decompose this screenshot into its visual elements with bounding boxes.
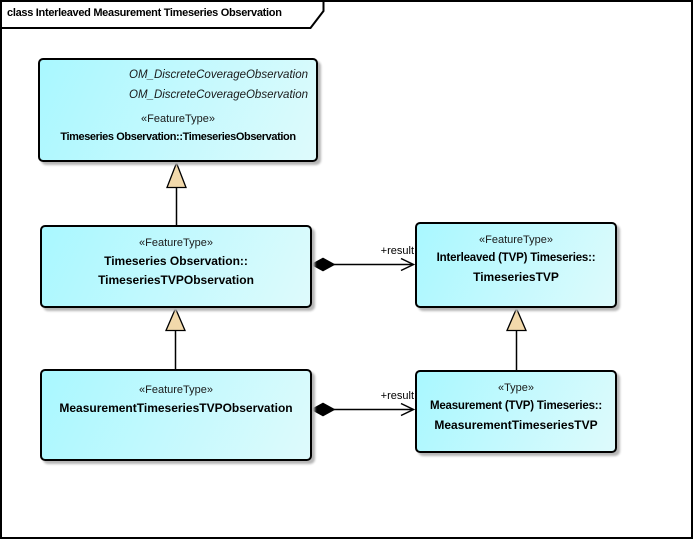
parent-class-refs: OM_DiscreteCoverageObservation OM_Discre…: [40, 60, 316, 105]
generalization-triangle-icon: [165, 306, 186, 332]
class-box-timeseries-observation[interactable]: OM_DiscreteCoverageObservation OM_Discre…: [38, 58, 318, 162]
parent-class-label: OM_DiscreteCoverageObservation: [129, 89, 308, 101]
class-box-measurement-timeseries-tvp-observation[interactable]: «FeatureType» MeasurementTimeseriesTVPOb…: [40, 369, 312, 461]
diagram-frame-tab: [0, 0, 325, 29]
class-name-label: Interleaved (TVP) Timeseries::: [436, 252, 596, 264]
association-role-label: +result: [380, 390, 414, 402]
stereotype-label: «FeatureType»: [141, 113, 215, 125]
generalization-connector[interactable]: [166, 161, 187, 226]
class-name-label: MeasurementTimeseriesTVPObservation: [59, 401, 293, 415]
composition-diamond-icon: [310, 257, 336, 272]
composition-connector[interactable]: [310, 402, 416, 417]
open-arrowhead-icon: [400, 257, 416, 272]
class-name-label: Timeseries Observation::: [104, 254, 248, 268]
generalization-connector[interactable]: [165, 306, 186, 371]
composition-diamond-icon: [310, 402, 336, 417]
composition-connector[interactable]: [310, 257, 416, 272]
open-arrowhead-icon: [400, 402, 416, 417]
diagram-title: class Interleaved Measurement Timeseries…: [7, 7, 282, 19]
class-name-label: Timeseries Observation::TimeseriesObserv…: [60, 131, 296, 143]
parent-class-label: OM_DiscreteCoverageObservation: [129, 69, 308, 81]
class-name-label: Measurement (TVP) Timeseries::: [429, 400, 603, 412]
class-box-measurement-timeseries-tvp[interactable]: «Type» Measurement (TVP) Timeseries:: Me…: [415, 370, 617, 453]
class-name-label: TimeseriesTVP: [473, 270, 559, 284]
stereotype-label: «FeatureType»: [139, 237, 213, 249]
generalization-triangle-icon: [166, 161, 187, 189]
association-role-label: +result: [380, 245, 414, 257]
class-box-timeseries-tvp-observation[interactable]: «FeatureType» Timeseries Observation:: T…: [40, 225, 312, 308]
generalization-triangle-icon: [506, 306, 527, 332]
class-name-label: TimeseriesTVPObservation: [98, 273, 254, 287]
stereotype-label: «FeatureType»: [139, 384, 213, 396]
stereotype-label: «FeatureType»: [479, 234, 553, 246]
generalization-connector[interactable]: [506, 306, 527, 372]
stereotype-label: «Type»: [497, 382, 535, 394]
class-name-label: MeasurementTimeseriesTVP: [434, 418, 598, 432]
class-box-timeseries-tvp[interactable]: «FeatureType» Interleaved (TVP) Timeseri…: [415, 222, 617, 308]
